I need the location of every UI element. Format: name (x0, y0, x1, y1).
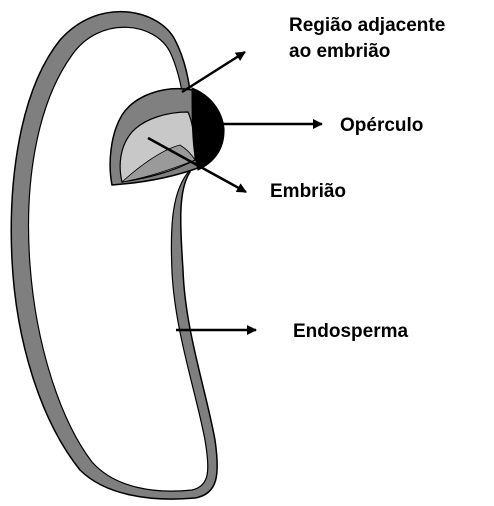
arrow-regiao (182, 52, 245, 92)
label-embryo: Embrião (270, 180, 346, 204)
label-endosperm: Endosperma (293, 320, 408, 344)
label-adjacent-region-line2: ao embrião (289, 40, 390, 64)
label-adjacent-region-line1: Região adjacente (289, 14, 445, 38)
label-operculum: Opérculo (340, 114, 423, 138)
operculum (192, 88, 224, 170)
